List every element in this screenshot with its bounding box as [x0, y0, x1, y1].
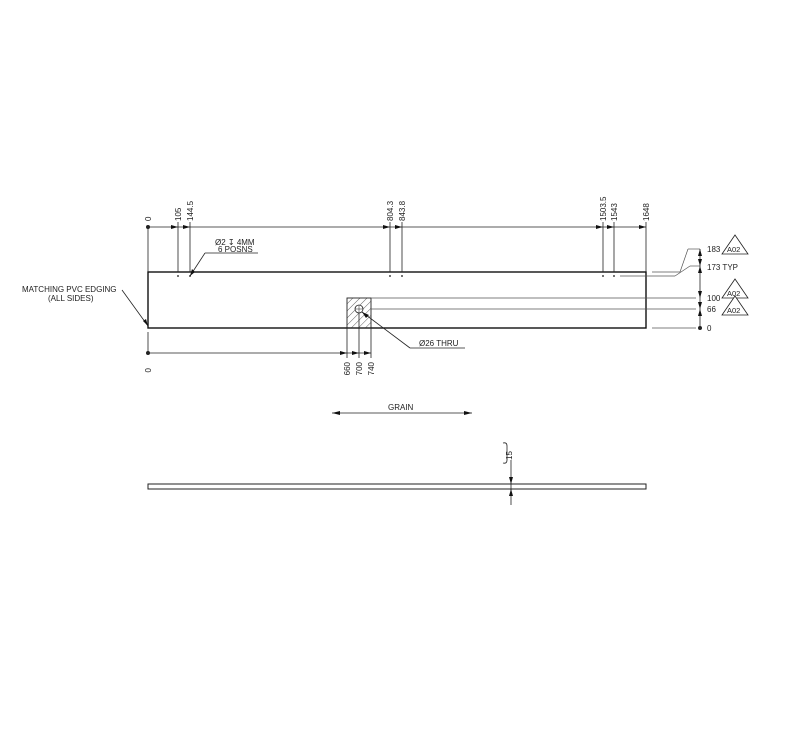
dim-label: 843.8 — [398, 200, 407, 221]
grain-indicator: GRAIN — [332, 403, 472, 415]
svg-text:A02: A02 — [727, 289, 740, 298]
edging-callout: MATCHING PVC EDGING (ALL SIDES) — [22, 285, 149, 327]
dim-label: 144.5 — [186, 200, 195, 221]
hole-spec-line2: 6 POSNS — [218, 245, 253, 254]
dim-label: 1503.5 — [599, 196, 608, 221]
dim-label: 66 — [707, 305, 716, 314]
thickness-label: 15 — [505, 451, 514, 460]
right-dimension-chain — [698, 249, 702, 330]
arrow-left-icon — [332, 411, 340, 415]
revision-tag: A02 — [721, 278, 749, 299]
top-dimension-labels: 0 105 144.5 804.3 843.8 1503.5 1543 1648 — [144, 196, 651, 221]
dim-label: 183 — [707, 245, 721, 254]
edge-view-panel — [147, 483, 647, 490]
bottom-dimension-chain — [146, 313, 372, 358]
right-extension-lines — [371, 248, 700, 329]
revision-triangle-icon — [721, 295, 749, 316]
grain-label: GRAIN — [388, 403, 414, 412]
arrow-right-icon — [464, 411, 472, 415]
thru-hole-callout: Ø26 THRU — [361, 311, 465, 349]
right-dimension-labels: 183 173 TYP 100 66 0 — [707, 245, 738, 333]
edging-line1: MATCHING PVC EDGING — [22, 285, 117, 294]
revision-triangle-icon — [721, 234, 749, 255]
hole-spec-line1: Ø2 ↧ 4MM — [215, 238, 255, 247]
dim-label: 700 — [355, 361, 364, 375]
svg-text:A02: A02 — [727, 306, 740, 315]
small-holes — [177, 275, 615, 277]
top-dimension-chain — [146, 222, 647, 272]
dim-label: 1648 — [642, 203, 651, 221]
dim-label: 660 — [343, 361, 352, 375]
revision-tag: A02 — [721, 295, 749, 316]
dim-label: 105 — [174, 207, 183, 221]
dim-label: 0 — [707, 324, 712, 333]
revision-tag: A02 — [721, 234, 749, 255]
dim-label: 0 — [144, 367, 153, 372]
thru-hole-label: Ø26 THRU — [419, 339, 459, 348]
bottom-dimension-labels: 0 660 700 740 — [144, 361, 376, 375]
dim-label: 173 TYP — [707, 263, 738, 272]
dim-label: 1543 — [610, 203, 619, 221]
dim-label: 0 — [144, 216, 153, 221]
dim-label: 740 — [367, 361, 376, 375]
hole-spec-callout: Ø2 ↧ 4MM 6 POSNS — [189, 238, 258, 277]
edging-line2: (ALL SIDES) — [48, 294, 94, 303]
panel-outline — [147, 271, 647, 329]
svg-text:A02: A02 — [727, 245, 740, 254]
dim-label: 100 — [707, 294, 721, 303]
thickness-dimension: 15 — [502, 442, 514, 505]
dim-label: 804.3 — [386, 200, 395, 221]
